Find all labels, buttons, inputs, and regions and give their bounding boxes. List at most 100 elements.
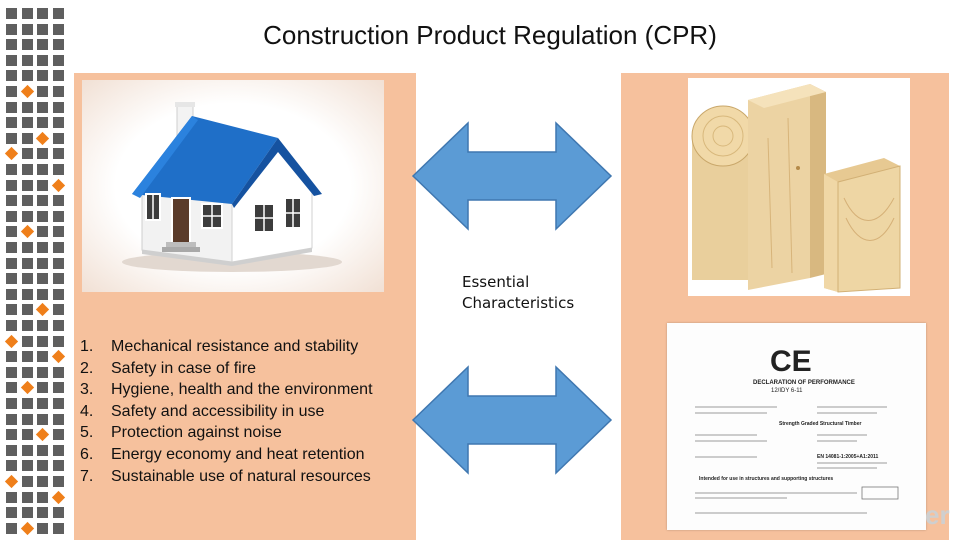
document-ref: 12/IDY 6-11	[771, 388, 803, 394]
double-arrow-bottom-icon	[411, 365, 613, 475]
list-text: Protection against noise	[111, 424, 282, 442]
grid-square	[4, 147, 19, 161]
grid-square	[21, 164, 33, 175]
grid-square	[6, 522, 17, 534]
grid-square	[37, 444, 49, 456]
grid-square	[37, 39, 49, 51]
list-text: Safety and accessibility in use	[111, 402, 325, 420]
grid-square	[36, 131, 50, 145]
list-text: Sustainable use of natural resources	[111, 467, 371, 485]
grid-square	[21, 288, 33, 300]
grid-square	[6, 70, 17, 82]
grid-square	[37, 413, 49, 425]
grid-square	[21, 101, 33, 113]
list-number: 2.	[80, 359, 94, 377]
grid-square	[6, 304, 17, 316]
grid-square	[21, 491, 33, 503]
grid-square	[21, 39, 33, 51]
list-number: 1.	[80, 338, 94, 355]
grid-square	[6, 429, 17, 441]
grid-square	[37, 507, 49, 519]
grid-square	[37, 242, 49, 253]
timber-image	[688, 78, 910, 296]
logo-fragment: er	[925, 500, 950, 530]
grid-square	[6, 39, 17, 51]
double-arrow-top-icon	[411, 121, 613, 231]
grid-square	[6, 210, 17, 222]
grid-square	[21, 460, 33, 472]
grid-square	[52, 8, 64, 19]
grid-square	[37, 382, 49, 394]
grid-square	[52, 23, 64, 35]
grid-square	[21, 8, 33, 19]
grid-square	[21, 210, 33, 222]
grid-square	[37, 522, 49, 534]
grid-square	[6, 257, 17, 269]
grid-square	[21, 413, 33, 425]
grid-square	[52, 413, 64, 425]
grid-square	[52, 242, 64, 253]
grid-square	[6, 195, 17, 207]
grid-square	[6, 117, 17, 129]
grid-square	[52, 460, 64, 472]
grid-square	[21, 195, 33, 207]
grid-square	[52, 226, 64, 238]
grid-square	[21, 273, 33, 285]
grid-square	[52, 195, 64, 207]
grid-square	[51, 350, 65, 364]
declaration-of-performance-document: CE DECLARATION OF PERFORMANCE 12/IDY 6-1…	[667, 323, 926, 530]
grid-square	[21, 54, 33, 66]
grid-square	[37, 54, 49, 66]
grid-square	[21, 320, 33, 331]
list-item: 1. Mechanical resistance and stability	[80, 336, 373, 358]
grid-square	[6, 398, 17, 409]
grid-square	[6, 444, 17, 456]
grid-square	[37, 460, 49, 472]
grid-square	[37, 320, 49, 331]
grid-square	[6, 320, 17, 331]
grid-square	[36, 428, 50, 442]
grid-square	[6, 101, 17, 113]
grid-square	[21, 117, 33, 129]
grid-square	[52, 507, 64, 519]
list-item: 3.Hygiene, health and the environment	[80, 379, 373, 401]
grid-square	[37, 117, 49, 129]
essential-characteristics-label: Essential Characteristics	[462, 272, 574, 314]
grid-square	[21, 476, 33, 487]
grid-square	[6, 460, 17, 472]
grid-square	[21, 132, 33, 144]
house-illustration	[122, 102, 342, 272]
document-standard: EN 14081-1:2005+A1:2011	[817, 454, 879, 460]
grid-square	[52, 54, 64, 66]
grid-square	[6, 226, 17, 238]
grid-square	[6, 507, 17, 519]
grid-square	[37, 351, 49, 363]
grid-square	[6, 413, 17, 425]
grid-square	[21, 148, 33, 160]
grid-square	[52, 320, 64, 331]
essential-label-line2: Characteristics	[462, 294, 575, 312]
list-text: Mechanical resistance and stability	[111, 338, 359, 355]
grid-square	[52, 288, 64, 300]
grid-square	[21, 257, 33, 269]
list-text: Hygiene, health and the environment	[111, 381, 373, 399]
grid-square	[6, 54, 17, 66]
grid-square	[37, 491, 49, 503]
grid-square	[52, 273, 64, 285]
grid-square	[37, 8, 49, 19]
grid-square	[6, 23, 17, 35]
grid-square	[6, 366, 17, 378]
grid-square	[20, 521, 34, 535]
grid-square	[37, 179, 49, 191]
grid-square	[4, 474, 19, 489]
grid-square	[21, 429, 33, 441]
list-item: 4.Safety and accessibility in use	[80, 401, 373, 423]
grid-square	[52, 70, 64, 82]
list-item: 7.Sustainable use of natural resources	[80, 466, 373, 488]
grid-square	[52, 476, 64, 487]
list-item: 2.Safety in case of fire	[80, 358, 373, 380]
grid-square	[21, 398, 33, 409]
grid-square	[52, 335, 64, 347]
grid-square	[37, 148, 49, 160]
decorative-square-grid	[4, 8, 70, 538]
